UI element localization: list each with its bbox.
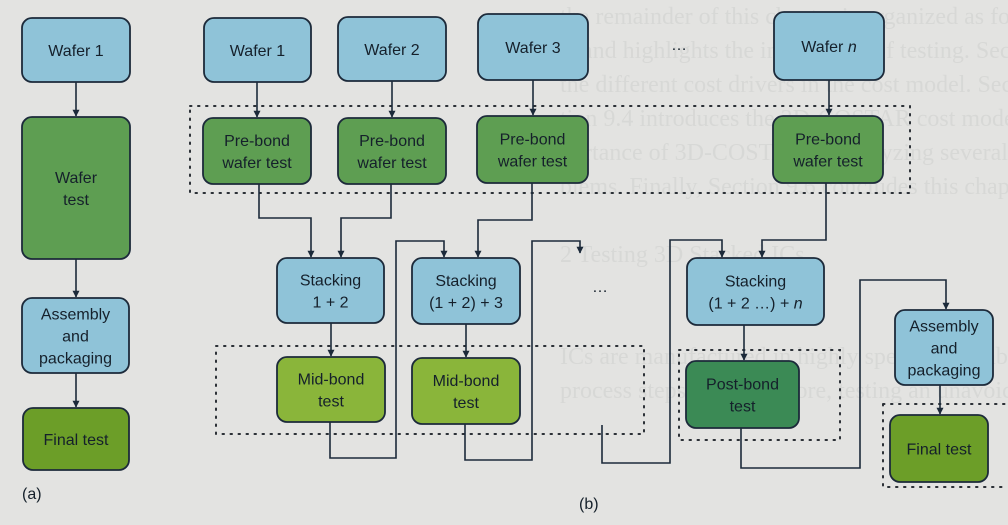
arrow-prebond2-to-stack12 — [337, 184, 392, 258]
b-pre3-label: Pre-bond — [500, 132, 566, 149]
b-stack123-label: (1 + 2) + 3 — [429, 295, 503, 312]
b-wafer3-label: Wafer 3 — [505, 40, 561, 57]
b-pren-label: Pre-bond — [795, 132, 861, 149]
nodes: Wafer 1WafertestAssemblyandpackagingFina… — [21, 11, 994, 483]
a-assembly-box — [21, 297, 130, 374]
b-pre2-label: wafer test — [356, 155, 427, 172]
arrow-mid1-to-stack123 — [329, 240, 448, 459]
b-stack12-label: 1 + 2 — [312, 295, 348, 312]
caption-a: (a) — [22, 486, 42, 503]
b-post-box — [685, 360, 800, 429]
b-pre3-node: Pre-bond wafer test — [476, 115, 589, 184]
b-final-label: Final test — [907, 442, 972, 459]
b-stack123-label: Stacking — [435, 273, 496, 290]
a-assembly-label: packaging — [39, 351, 112, 368]
caption-b: (b) — [579, 496, 599, 513]
b-stack12-label: Stacking — [300, 273, 361, 290]
b-stackn-label-n: n — [794, 296, 803, 313]
prebond-test-boundary — [189, 105, 911, 194]
b-mid2-box — [411, 357, 521, 425]
a-final-label: Final test — [44, 432, 109, 449]
arrow-post-to-assembly — [740, 279, 950, 469]
arrow-prev-to-stackn — [601, 239, 726, 464]
a-assembly-label: and — [62, 329, 89, 346]
a-wafer1-node: Wafer 1 — [21, 17, 131, 83]
a-final-box — [22, 407, 130, 471]
b-pre1-box — [202, 117, 312, 185]
b-mid1-box — [276, 356, 386, 423]
arrow-prebondn-to-stackn — [758, 183, 827, 258]
b-assembly-label: packaging — [908, 363, 981, 380]
b-wafer1-node: Wafer 1 — [203, 17, 312, 83]
b-assembly-label: and — [931, 341, 958, 358]
arrow-prebond1-to-stack12 — [258, 184, 315, 258]
b-wafer1-label: Wafer 1 — [230, 43, 286, 60]
b-stack12-box — [276, 257, 385, 324]
b-wafer3-node: Wafer 3 — [477, 13, 589, 81]
b-stack12-node: Stacking 1 + 2 — [276, 257, 385, 324]
b-assembly-node: Assembly and packaging — [894, 309, 994, 386]
a-assembly-label: Assembly — [41, 307, 110, 324]
stacking-ellipsis: … — [592, 279, 608, 296]
b-wafern-box — [773, 11, 885, 81]
b-pre3-label: wafer test — [497, 154, 568, 171]
wafer-ellipsis: … — [671, 37, 687, 54]
b-post-label: Post-bond — [706, 377, 779, 394]
b-wafern-label-n: n — [848, 39, 857, 56]
b-pre2-box — [337, 117, 447, 185]
a-assembly-node: Assembly and packaging — [21, 297, 130, 374]
b-stack123-box — [411, 257, 521, 325]
b-stackn-label: Stacking — [725, 274, 786, 291]
a-wafertest-label: test — [63, 192, 89, 209]
b-pre1-node: Pre-bond wafer test — [202, 117, 312, 185]
b-final-box — [889, 414, 989, 483]
b-pre3-box — [476, 115, 589, 184]
b-wafer3-box — [477, 13, 589, 81]
b-mid2-label: test — [453, 395, 479, 412]
b-stack123-node: Stacking (1 + 2) + 3 — [411, 257, 521, 325]
arrow-mid2-to-next — [464, 240, 584, 461]
b-mid2-node: Mid-bond test — [411, 357, 521, 425]
b-wafer2-label: Wafer 2 — [364, 42, 420, 59]
b-wafern-node: Wafer n — [773, 11, 885, 81]
b-pre2-node: Pre-bond wafer test — [337, 117, 447, 185]
b-wafer2-box — [337, 16, 447, 82]
b-pren-node: Pre-bond wafer test — [772, 115, 884, 184]
connectors — [72, 80, 950, 469]
b-mid2-label: Mid-bond — [433, 373, 500, 390]
a-wafertest-box — [21, 116, 131, 260]
b-wafern-label: Wafer n — [801, 39, 857, 56]
b-mid1-label: test — [318, 394, 344, 411]
b-wafer2-node: Wafer 2 — [337, 16, 447, 82]
b-pren-label: wafer test — [792, 154, 863, 171]
b-assembly-label: Assembly — [909, 319, 978, 336]
b-pre2-label: Pre-bond — [359, 133, 425, 150]
final-test-boundary — [882, 403, 1008, 488]
a-wafer1-box — [21, 17, 131, 83]
postbond-test-boundary — [678, 349, 841, 441]
a-wafertest-label: Wafer — [55, 170, 98, 187]
b-stackn-box — [686, 257, 825, 326]
b-pre1-label: wafer test — [221, 155, 292, 172]
arrow-prebond3-to-stack123 — [474, 183, 533, 258]
b-stackn-label: (1 + 2 …) + n — [708, 296, 802, 313]
b-post-label: test — [730, 399, 756, 416]
b-pren-box — [772, 115, 884, 184]
a-final-node: Final test — [22, 407, 130, 471]
dotted-boundaries — [189, 105, 1008, 488]
b-post-node: Post-bond test — [685, 360, 800, 429]
b-mid1-label: Mid-bond — [298, 372, 365, 389]
b-wafer1-box — [203, 17, 312, 83]
a-wafertest-node: Wafer test — [21, 116, 131, 260]
b-assembly-box — [894, 309, 994, 386]
a-wafer1-label: Wafer 1 — [48, 43, 104, 60]
b-mid1-node: Mid-bond test — [276, 356, 386, 423]
b-final-node: Final test — [889, 414, 989, 483]
b-pre1-label: Pre-bond — [224, 133, 290, 150]
b-stackn-node: Stacking (1 + 2 …) + n — [686, 257, 825, 326]
